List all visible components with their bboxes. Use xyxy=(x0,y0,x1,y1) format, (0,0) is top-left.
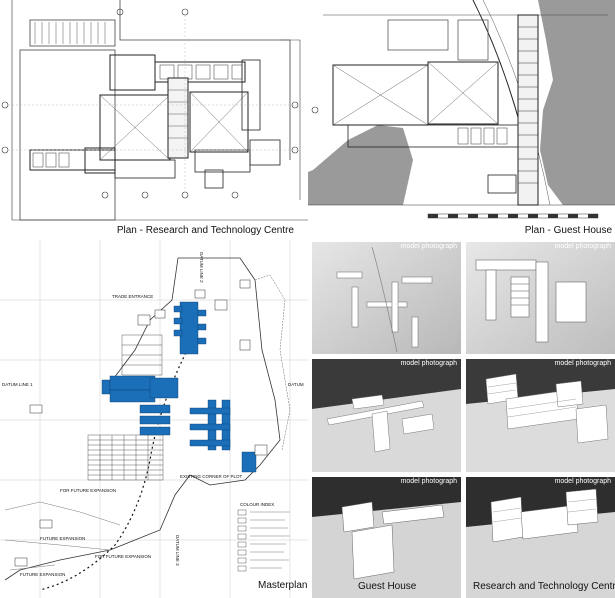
model-photo-3-image xyxy=(312,359,461,472)
model-photo-4-image xyxy=(466,359,615,472)
masterplan-panel: TRADE ENTRANCE DATUM LINE 1 DATUM LINE 2… xyxy=(0,240,308,598)
masterplan-caption: Masterplan xyxy=(258,580,308,591)
datum-line-2-label: DATUM LINE 2 xyxy=(199,252,204,283)
research-plan-panel: Plan - Research and Technology Centre xyxy=(0,0,308,238)
guest-plan-drawing xyxy=(308,0,615,238)
model-photo-3: model photograph xyxy=(312,359,461,472)
photo-label-6: model photograph xyxy=(554,478,611,485)
model-photo-2: model photograph xyxy=(466,242,615,354)
colour-index-label: COLOUR INDEX xyxy=(240,502,274,507)
future-expansion-3-label: FUTURE EXPANSION xyxy=(40,536,85,541)
photo-label-5: model photograph xyxy=(400,478,457,485)
model-photo-1: model photograph xyxy=(312,242,461,354)
model-photo-5: model photograph Guest House xyxy=(312,477,461,598)
guest-house-caption: Guest House xyxy=(358,581,417,592)
photo-label-3: model photograph xyxy=(400,360,457,367)
research-plan-drawing xyxy=(0,0,308,238)
datum-line-3-label: DATUM LINE 3 xyxy=(175,535,180,566)
existing-corner-label: EXISTING CORNER OF PLOT xyxy=(180,474,243,479)
masterplan-drawing: TRADE ENTRANCE DATUM LINE 1 DATUM LINE 2… xyxy=(0,240,308,598)
model-photo-6: model photograph Research and Technology… xyxy=(466,477,615,598)
research-centre-caption: Research and Technology Centre xyxy=(473,581,615,592)
trade-entrance-label: TRADE ENTRANCE xyxy=(112,294,153,299)
future-expansion-4-label: FUTURE EXPANSION xyxy=(20,572,65,577)
model-photo-2-image xyxy=(466,242,615,354)
future-expansion-1-label: FOR FUTURE EXPANSION xyxy=(60,488,116,493)
research-plan-caption: Plan - Research and Technology Centre xyxy=(116,225,294,236)
model-photo-1-image xyxy=(312,242,461,354)
photo-label-1: model photograph xyxy=(400,243,457,250)
datum-line-1-label: DATUM LINE 1 xyxy=(2,382,33,387)
photo-label-4: model photograph xyxy=(554,360,611,367)
future-expansion-2-label: FOR FUTURE EXPANSION xyxy=(95,554,151,559)
model-photo-5-image xyxy=(312,477,461,598)
model-photo-6-image xyxy=(466,477,615,598)
datum-label: DATUM xyxy=(288,382,304,387)
photo-label-2: model photograph xyxy=(554,243,611,250)
guest-plan-caption: Plan - Guest House xyxy=(524,225,612,236)
model-photo-4: model photograph xyxy=(466,359,615,472)
guest-plan-panel: Plan - Guest House xyxy=(308,0,615,238)
